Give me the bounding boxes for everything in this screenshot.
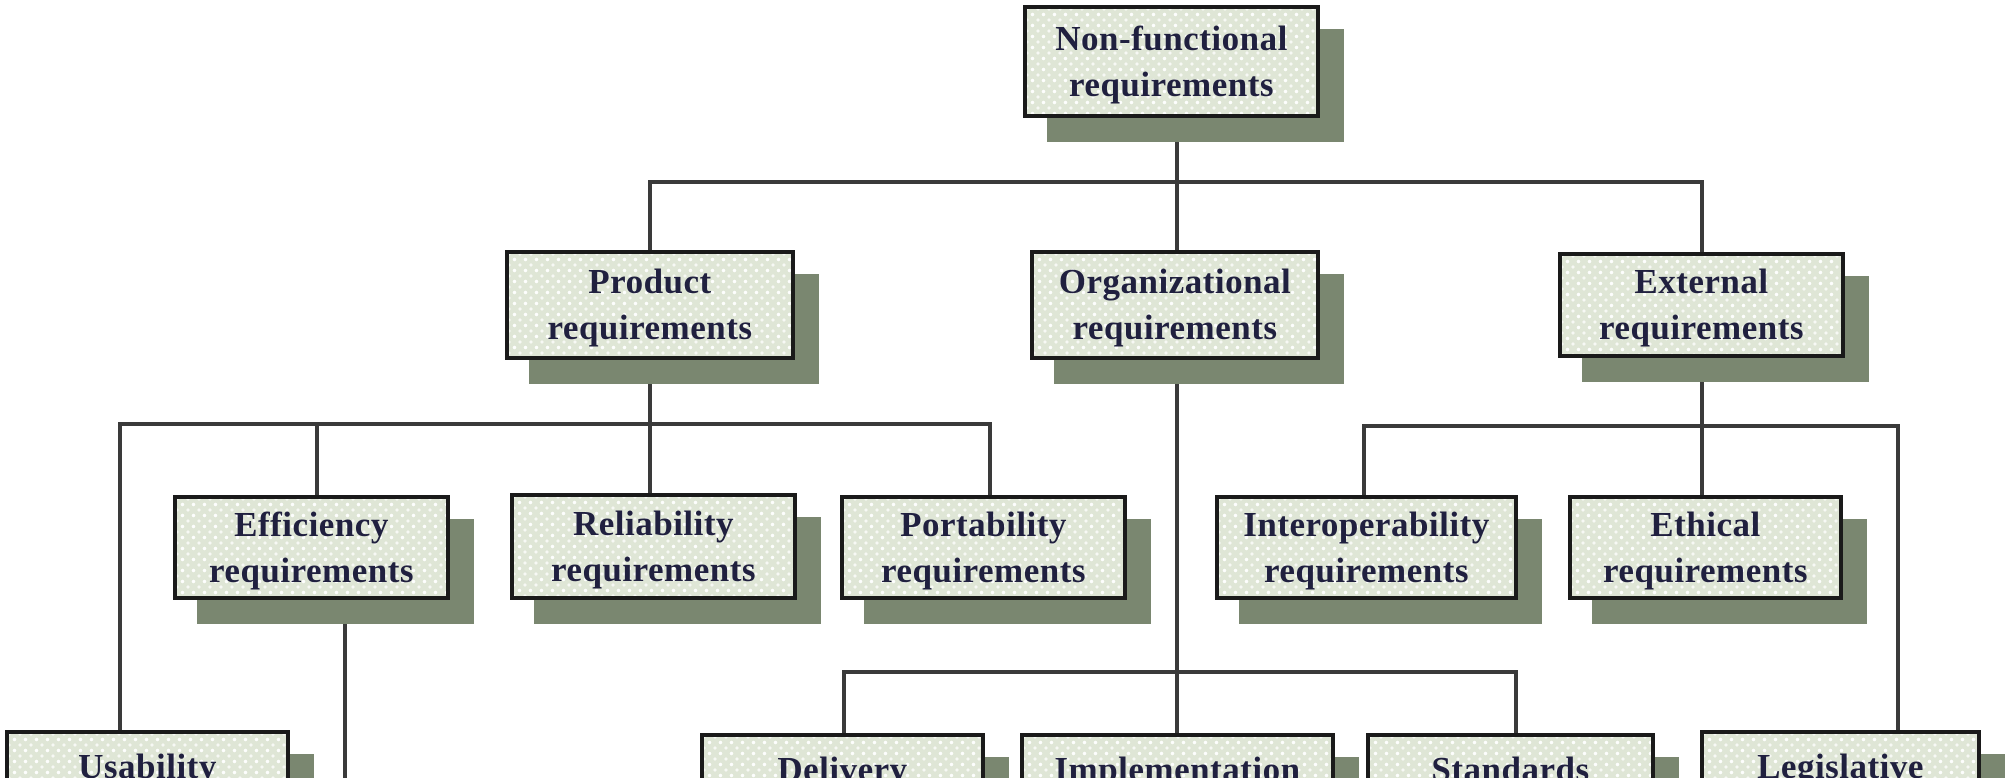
node-organizational-requirements: Organizational requirements (1030, 250, 1320, 360)
node-interoperability-requirements: Interoperability requirements (1215, 495, 1518, 600)
node-label: Organizational (1058, 262, 1292, 301)
node-delivery: Delivery (700, 733, 985, 778)
node-label: Portability (900, 504, 1067, 544)
node-reliability-requirements: Reliability requirements (510, 493, 797, 600)
node-label: Reliability (572, 503, 735, 543)
connector-line (1700, 180, 1704, 254)
node-label: Ethical (1650, 504, 1761, 544)
connector-line (648, 180, 652, 252)
node-label: Legislative (1757, 747, 1924, 778)
node-label: External (1634, 262, 1769, 301)
connector-line (118, 422, 122, 734)
connector-line (1700, 424, 1704, 499)
node-label: requirements (1603, 550, 1808, 590)
connector-line (842, 670, 1518, 674)
connector-line (988, 422, 992, 499)
connector-line (1175, 670, 1179, 737)
connector-line (842, 670, 846, 737)
node-label: requirements (209, 550, 414, 590)
connector-line (343, 598, 347, 778)
node-external-requirements: External requirements (1558, 252, 1845, 358)
connector-line (315, 422, 319, 499)
node-portability-requirements: Portability requirements (840, 495, 1127, 600)
node-usability: Usability (5, 730, 290, 778)
node-label: requirements (551, 549, 756, 589)
node-label: Standards (1431, 750, 1590, 778)
node-label: requirements (1069, 64, 1274, 104)
connector-line (648, 358, 652, 426)
connector-line (118, 422, 992, 426)
connector-line (1175, 180, 1179, 252)
node-label: requirements (1264, 550, 1469, 590)
node-non-functional-requirements: Non-functional requirements (1023, 5, 1320, 118)
node-label: Usability (78, 747, 217, 778)
connector-line (1896, 424, 1900, 734)
connector-line (1175, 358, 1179, 674)
node-legislative: Legislative (1700, 730, 1981, 778)
node-label: Interoperability (1243, 504, 1490, 544)
node-product-requirements: Product requirements (505, 250, 795, 360)
connector-line (1362, 424, 1900, 428)
node-label: requirements (547, 308, 753, 347)
node-implementation: Implementation (1020, 733, 1335, 778)
node-label: Product (588, 262, 712, 301)
node-ethical-requirements: Ethical requirements (1568, 495, 1843, 600)
node-label: Implementation (1054, 750, 1301, 778)
node-label: Efficiency (234, 504, 389, 544)
node-label: Non-functional (1055, 18, 1288, 58)
connector-line (648, 422, 652, 497)
node-label: requirements (881, 550, 1086, 590)
node-efficiency-requirements: Efficiency requirements (173, 495, 450, 600)
connector-line (1362, 424, 1366, 499)
node-label: requirements (1599, 308, 1804, 347)
connector-line (1700, 356, 1704, 428)
connector-line (1175, 116, 1179, 184)
node-label: requirements (1072, 308, 1278, 347)
connector-line (1514, 670, 1518, 737)
node-standards: Standards (1366, 733, 1655, 778)
node-label: Delivery (777, 750, 908, 778)
